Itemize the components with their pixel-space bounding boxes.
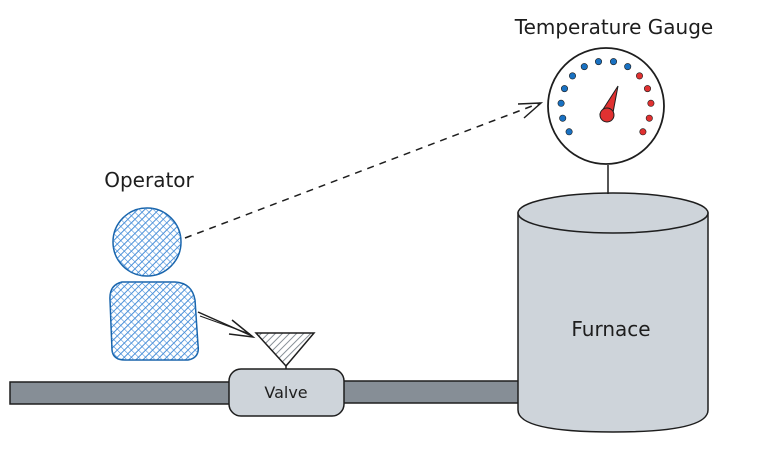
operator-to-gauge-arrow bbox=[184, 102, 541, 239]
gauge-hub bbox=[599, 107, 615, 123]
operator-label: Operator bbox=[104, 168, 194, 192]
gauge-tick-dot bbox=[624, 63, 632, 71]
valve-label: Valve bbox=[264, 383, 307, 402]
operator-body-crosshatch bbox=[109, 282, 199, 360]
valve-handle[interactable] bbox=[254, 332, 316, 368]
pipe-left bbox=[9, 381, 233, 405]
pipe-right bbox=[341, 380, 523, 404]
gauge-label: Temperature Gauge bbox=[514, 15, 713, 39]
operator-to-valve-arrow-stroke bbox=[199, 315, 251, 335]
furnace-body bbox=[517, 212, 709, 433]
gauge-tick-dot bbox=[639, 128, 647, 136]
furnace-top bbox=[517, 192, 709, 234]
gauge-tick-dot bbox=[565, 128, 573, 136]
gauge-tick-dot bbox=[559, 114, 567, 122]
operator-head-crosshatch bbox=[113, 208, 181, 276]
gauge-tick-dot bbox=[568, 72, 576, 80]
gauge-ticks bbox=[557, 58, 655, 136]
gauge-tick-dot bbox=[609, 58, 617, 66]
gauge-tick-dot bbox=[645, 114, 653, 122]
gauge-tick-dot bbox=[560, 85, 568, 93]
furnace-label: Furnace bbox=[571, 317, 650, 341]
gauge-tick-dot bbox=[594, 58, 602, 66]
gauge-tick-dot bbox=[643, 85, 651, 93]
gauge-tick-dot bbox=[580, 63, 588, 71]
operator-to-valve-arrow bbox=[197, 311, 253, 337]
gauge-tick-dot bbox=[647, 99, 655, 107]
gauge-tick-dot bbox=[635, 72, 643, 80]
gauge-tick-dot bbox=[557, 99, 565, 107]
arrowhead-gauge bbox=[517, 102, 544, 119]
arrowhead-valve bbox=[228, 319, 256, 339]
